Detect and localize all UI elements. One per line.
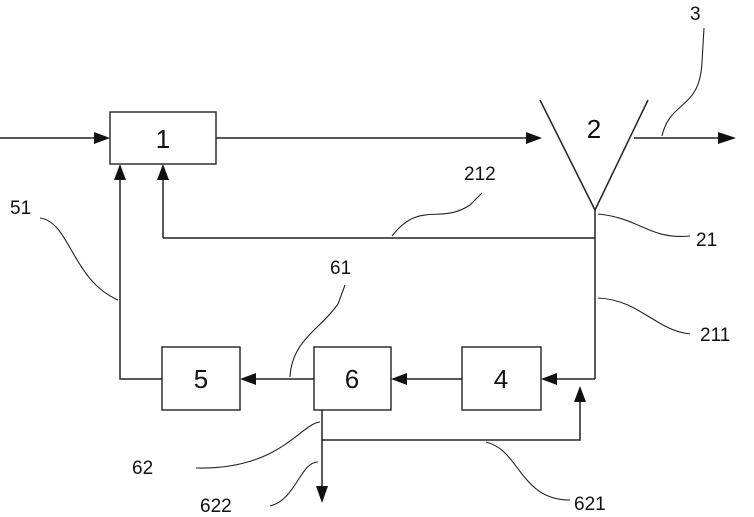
leader-621	[485, 441, 571, 501]
branch-621	[322, 402, 581, 441]
arrow-into-5	[240, 373, 256, 385]
leader-62	[195, 421, 321, 469]
ref-3: 3	[690, 4, 701, 25]
block-4-label: 4	[494, 364, 508, 394]
leader-212	[391, 192, 483, 237]
block-1	[109, 111, 217, 165]
leader-3	[661, 27, 705, 137]
leader-51	[39, 217, 119, 301]
ref-211: 211	[700, 325, 730, 346]
arrow-622-out	[316, 486, 328, 503]
line-51	[119, 180, 162, 380]
leader-61	[289, 284, 346, 378]
arrow-into-4	[541, 373, 557, 385]
block-4	[461, 346, 542, 411]
arrow-51-into-1	[114, 164, 126, 180]
ref-622: 622	[200, 496, 232, 517]
arrow-621-up	[574, 386, 586, 402]
ref-212: 212	[464, 164, 496, 185]
block-6	[313, 346, 392, 411]
block-6-label: 6	[345, 364, 359, 394]
output-arrow-3	[718, 132, 736, 144]
ref-62: 62	[132, 458, 153, 479]
block-5-label: 5	[194, 364, 208, 394]
ref-621: 621	[574, 494, 606, 515]
block-5	[161, 346, 241, 411]
block-1-label: 1	[156, 124, 170, 154]
leader-21	[597, 213, 691, 238]
ref-51: 51	[10, 198, 31, 219]
arrow-into-6	[391, 373, 407, 385]
arrow-into-2	[526, 132, 542, 144]
leader-211	[597, 297, 691, 335]
leader-622	[269, 461, 319, 507]
return-arrow-212	[157, 164, 169, 180]
ref-61: 61	[330, 258, 351, 279]
ref-21: 21	[696, 230, 717, 251]
separator-2-label: 2	[587, 114, 601, 144]
input-arrow	[94, 132, 110, 144]
